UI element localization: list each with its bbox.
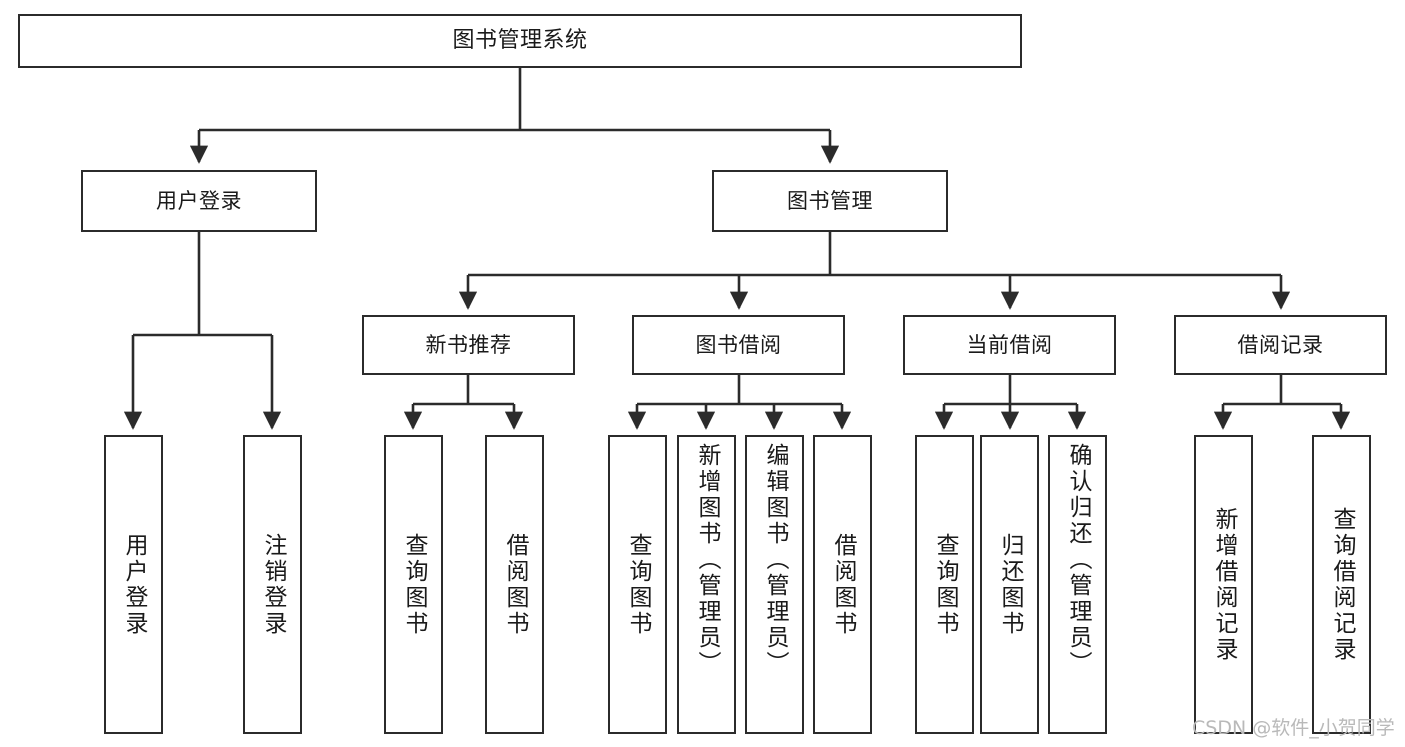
leaf-query-borrow-record[interactable]: 查询借阅记录 xyxy=(1312,435,1371,734)
node-label: 借阅图书 xyxy=(502,532,528,637)
node-label: 查询借阅记录 xyxy=(1329,506,1355,663)
node-label: 查询图书 xyxy=(625,532,651,637)
node-label: 图书管理系统 xyxy=(452,28,588,54)
leaf-add-book[interactable]: 新增图书（管理员） xyxy=(677,435,736,734)
leaf-query-book-current[interactable]: 查询图书 xyxy=(915,435,974,734)
node-label: 确认归还（管理员） xyxy=(1065,443,1091,677)
leaf-text-wrap: 查询图书 xyxy=(625,437,651,732)
leaf-text-wrap: 归还图书 xyxy=(997,437,1023,732)
leaf-edit-book[interactable]: 编辑图书（管理员） xyxy=(745,435,804,734)
leaf-text-wrap: 编辑图书（管理员） xyxy=(762,437,788,738)
node-user-login[interactable]: 用户登录 xyxy=(81,170,317,232)
leaf-return-book[interactable]: 归还图书 xyxy=(980,435,1039,734)
leaf-text-wrap: 查询图书 xyxy=(932,437,958,732)
leaf-text-wrap: 用户登录 xyxy=(121,437,147,732)
leaf-query-book-recommend[interactable]: 查询图书 xyxy=(384,435,443,734)
leaf-user-login[interactable]: 用户登录 xyxy=(104,435,163,734)
leaf-add-borrow-record[interactable]: 新增借阅记录 xyxy=(1194,435,1253,734)
node-new-book-recommend[interactable]: 新书推荐 xyxy=(362,315,575,375)
leaf-query-book-borrow[interactable]: 查询图书 xyxy=(608,435,667,734)
leaf-text-wrap: 借阅图书 xyxy=(830,437,856,732)
node-label: 注销登录 xyxy=(260,532,286,637)
leaf-logout[interactable]: 注销登录 xyxy=(243,435,302,734)
node-label: 新增借阅记录 xyxy=(1211,506,1237,663)
node-book-borrow[interactable]: 图书借阅 xyxy=(632,315,845,375)
leaf-text-wrap: 查询图书 xyxy=(401,437,427,732)
node-label: 借阅图书 xyxy=(830,532,856,637)
node-book-manage[interactable]: 图书管理 xyxy=(712,170,948,232)
node-label: 图书借阅 xyxy=(695,332,782,357)
node-label: 归还图书 xyxy=(997,532,1023,637)
node-label: 查询图书 xyxy=(932,532,958,637)
leaf-borrow-book[interactable]: 借阅图书 xyxy=(813,435,872,734)
node-root-system[interactable]: 图书管理系统 xyxy=(18,14,1022,68)
node-current-borrow[interactable]: 当前借阅 xyxy=(903,315,1116,375)
node-label: 查询图书 xyxy=(401,532,427,637)
node-label: 借阅记录 xyxy=(1237,332,1324,357)
csdn-watermark: CSDN @软件_小贺同学 xyxy=(1192,717,1395,739)
leaf-text-wrap: 借阅图书 xyxy=(502,437,528,732)
leaf-text-wrap: 新增借阅记录 xyxy=(1211,437,1237,732)
node-label: 用户登录 xyxy=(156,188,242,213)
leaf-borrow-book-recommend[interactable]: 借阅图书 xyxy=(485,435,544,734)
node-label: 新书推荐 xyxy=(425,332,512,357)
node-label: 新增图书（管理员） xyxy=(694,443,720,677)
node-label: 当前借阅 xyxy=(966,332,1053,357)
leaf-text-wrap: 查询借阅记录 xyxy=(1329,437,1355,732)
leaf-text-wrap: 注销登录 xyxy=(260,437,286,732)
node-label: 图书管理 xyxy=(787,188,873,213)
node-label: 编辑图书（管理员） xyxy=(762,443,788,677)
leaf-text-wrap: 新增图书（管理员） xyxy=(694,437,720,738)
leaf-confirm-return[interactable]: 确认归还（管理员） xyxy=(1048,435,1107,734)
node-borrow-record[interactable]: 借阅记录 xyxy=(1174,315,1387,375)
node-label: 用户登录 xyxy=(121,532,147,637)
leaf-text-wrap: 确认归还（管理员） xyxy=(1065,437,1091,738)
